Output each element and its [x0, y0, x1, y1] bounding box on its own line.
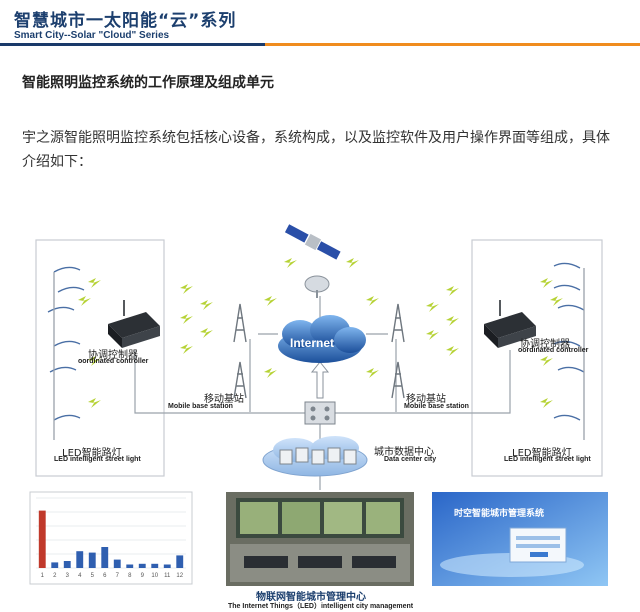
header-subtitle: Smart City--Solar "Cloud" Series — [14, 30, 170, 41]
section-title: 智能照明监控系统的工作原理及组成单元 — [22, 75, 274, 91]
bar-chart-bar — [76, 551, 84, 568]
street-lights-left — [47, 266, 85, 440]
bar-chart-tick-label: 6 — [103, 573, 107, 579]
base-station-left-label: 移动基站 — [204, 394, 244, 405]
mgmt-center-label: 物联网智能城市管理中心 — [256, 592, 366, 603]
bar-chart-bar — [51, 562, 59, 568]
bar-chart-bar — [101, 547, 109, 568]
led-right-en: LED intelligent street light — [504, 456, 591, 463]
bar-chart-bars — [38, 510, 184, 568]
controller-left-icon — [108, 300, 160, 348]
right-panel-frame — [471, 239, 603, 477]
bar-chart-tick-label: 12 — [176, 573, 183, 579]
bar-chart-bar — [38, 510, 46, 568]
software-screenshot — [432, 492, 608, 586]
bar-chart-bar — [151, 563, 159, 568]
bar-chart-tick-label: 8 — [128, 573, 132, 579]
controller-right-en: oordinated controller — [518, 347, 589, 354]
internet-label: Internet — [290, 336, 335, 350]
bar-chart-bar — [163, 564, 171, 568]
base-station-right-en: Mobile base station — [404, 403, 469, 410]
signal-bolts — [78, 258, 563, 408]
street-lights-right — [553, 262, 585, 440]
bar-chart-bar — [88, 552, 96, 568]
controller-left-label: 协调控制器 — [88, 350, 138, 361]
connection-lines — [134, 296, 511, 490]
datacenter-en: Data center city — [384, 456, 437, 463]
bar-chart-frame — [29, 491, 193, 585]
satellite-icon — [284, 224, 341, 260]
up-arrow — [310, 361, 330, 399]
bar-chart-tick-label: 2 — [53, 573, 57, 579]
bar-chart-tick-label: 5 — [91, 573, 95, 579]
datacenter-label: 城市数据中心 — [374, 447, 434, 458]
led-left-label: LED智能路灯 — [62, 448, 122, 459]
bar-chart-bar — [63, 561, 71, 568]
controller-left-en: oordinated controller — [78, 358, 149, 365]
header-bar-blue — [0, 43, 265, 46]
data-center-cloud — [262, 436, 368, 477]
header-bar-orange — [265, 43, 640, 46]
intro-paragraph: 宇之源智能照明监控系统包括核心设备，系统构成，以及监控软件及用户操作界面等组成，… — [22, 130, 610, 170]
bar-chart-tick-label: 9 — [141, 573, 145, 579]
network-switch-icon — [304, 401, 336, 425]
bar-chart-tick-label: 3 — [66, 573, 70, 579]
header-title: 智慧城市一太阳能“云”系列 — [14, 11, 237, 31]
control-room-photo — [226, 492, 414, 586]
controller-right-label: 协调控制器 — [520, 339, 570, 350]
tower-icons — [233, 303, 405, 399]
bar-chart-tick-label: 4 — [78, 573, 82, 579]
bar-chart-tick-label: 7 — [116, 573, 120, 579]
bar-chart-bar — [176, 555, 184, 568]
bar-chart-bar — [138, 563, 146, 568]
led-left-en: LED intelligent street light — [54, 456, 141, 463]
satellite-dish-icon — [304, 275, 330, 298]
bar-chart-tick-label: 11 — [164, 573, 171, 579]
internet-cloud — [278, 315, 366, 363]
controller-right-icon — [484, 300, 536, 348]
bar-chart-bar — [126, 564, 134, 568]
bar-chart-bar — [113, 559, 121, 568]
mgmt-center-en: The Internet Things（LED）intelligent city… — [228, 603, 414, 610]
bar-chart-gridlines — [36, 497, 186, 569]
bar-chart-tick-label: 10 — [151, 573, 158, 579]
left-panel-frame — [35, 239, 165, 477]
base-station-right-label: 移动基站 — [406, 394, 446, 405]
led-right-label: LED智能路灯 — [512, 448, 572, 459]
bar-chart-tick-label: 1 — [41, 573, 45, 579]
base-station-left-en: Mobile base station — [168, 403, 233, 410]
software-title: 时空智能城市管理系统 — [454, 509, 545, 519]
